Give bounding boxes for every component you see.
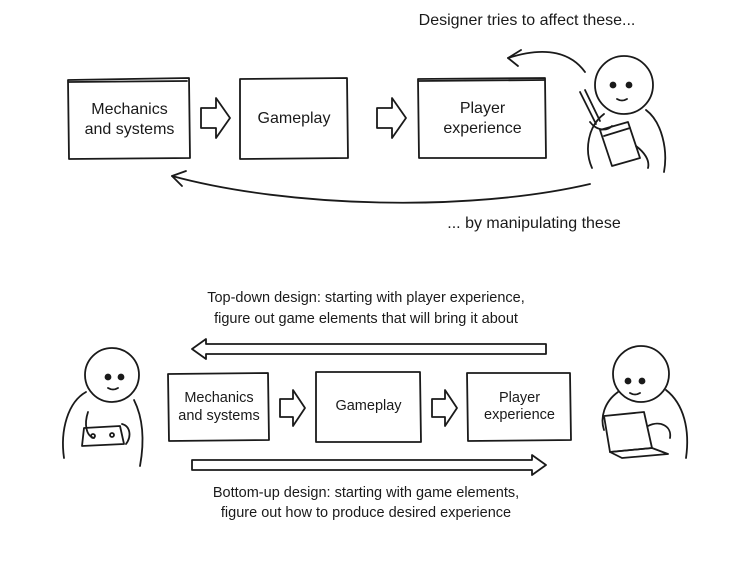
- bottom-up-caption-line1: Bottom-up design: starting with game ele…: [212, 485, 520, 501]
- designer-with-laptop-icon: [601, 345, 689, 459]
- annotation-by-manipulating: ... by manipulating these: [447, 215, 621, 232]
- top-box-gameplay-label: Gameplay: [257, 110, 331, 128]
- top-box-gameplay-outline: [239, 77, 349, 160]
- top-box-mechanics-label: Mechanics and systems: [84, 101, 175, 138]
- bottom-box-mechanics: Mechanics and systems: [169, 374, 269, 441]
- top-down-arrow: [191, 338, 547, 360]
- bottom-up-arrow: [191, 454, 547, 476]
- top-box-player-outline: [417, 77, 547, 159]
- bottom-box-gameplay-outline: [315, 371, 422, 443]
- bottom-box-gameplay: Gameplay: [316, 372, 421, 442]
- top-block-arrow-1: [200, 97, 231, 139]
- top-down-caption-line1: Top-down design: starting with player ex…: [207, 290, 525, 306]
- bottom-box-player-label: Player experience: [484, 389, 555, 423]
- bottom-block-arrow-1: [279, 389, 306, 427]
- top-box-mechanics: Mechanics and systems: [69, 80, 190, 159]
- top-box-player-experience: Player experience: [419, 79, 546, 158]
- top-box-player-label: Player experience: [443, 100, 522, 137]
- bottom-box-mechanics-label: Mechanics and systems: [178, 390, 260, 424]
- player-with-gamepad-icon: [62, 347, 144, 467]
- arrow-back-to-mechanics: [171, 170, 591, 204]
- bottom-box-gameplay-label: Gameplay: [335, 398, 402, 415]
- arrow-to-player-experience: [507, 49, 586, 73]
- bottom-box-player-experience: Player experience: [468, 373, 571, 441]
- annotation-designer-affects: Designer tries to affect these...: [418, 12, 636, 29]
- top-box-gameplay: Gameplay: [240, 79, 348, 159]
- designer-with-notebook-icon: [579, 55, 667, 173]
- bottom-block-arrow-2: [431, 389, 458, 427]
- top-down-caption-line2: figure out game elements that will bring…: [214, 311, 518, 327]
- top-box-mechanics-outline: [67, 77, 191, 160]
- top-block-arrow-2: [376, 97, 407, 139]
- bottom-box-mechanics-outline: [167, 372, 270, 442]
- bottom-up-caption-line2: figure out how to produce desired experi…: [220, 505, 512, 521]
- bottom-box-player-outline: [466, 372, 572, 442]
